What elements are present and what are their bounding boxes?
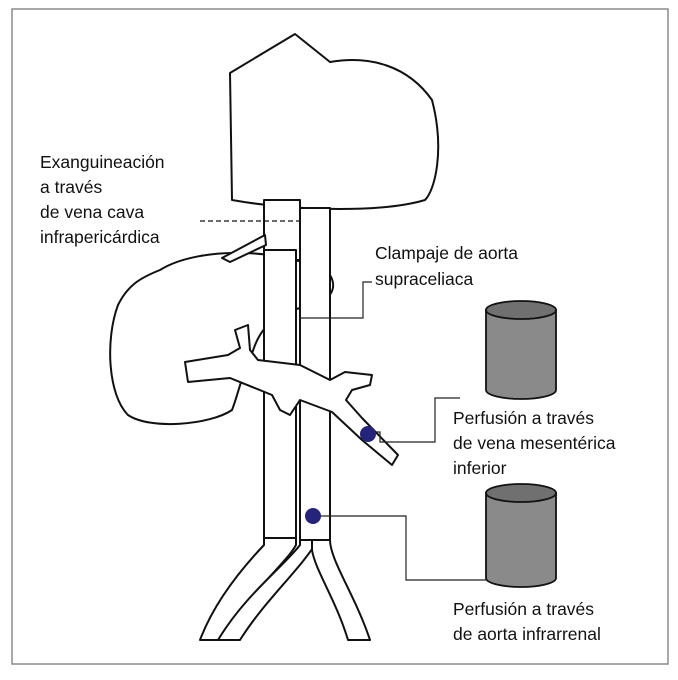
- mesenteric-leader: [368, 398, 460, 442]
- aortic-perfusion-label: Perfusión a través de aorta infrarrenal: [453, 599, 601, 644]
- clamp-label: Clampaje de aorta supraceliaca: [375, 243, 523, 289]
- aortic-perfusion-dot: [305, 508, 321, 524]
- exsanguination-label: Exanguineación a través de vena cava inf…: [40, 152, 169, 247]
- iliac-right: [312, 540, 370, 640]
- mesenteric-perfusion-label: Perfusión a través de vena mesentérica i…: [453, 408, 620, 478]
- heart-shape: [230, 34, 438, 209]
- mesenteric-perfusion-reservoir: [486, 301, 556, 399]
- mesenteric-perfusion-dot: [360, 426, 376, 442]
- aortic-perfusion-reservoir: [486, 484, 556, 587]
